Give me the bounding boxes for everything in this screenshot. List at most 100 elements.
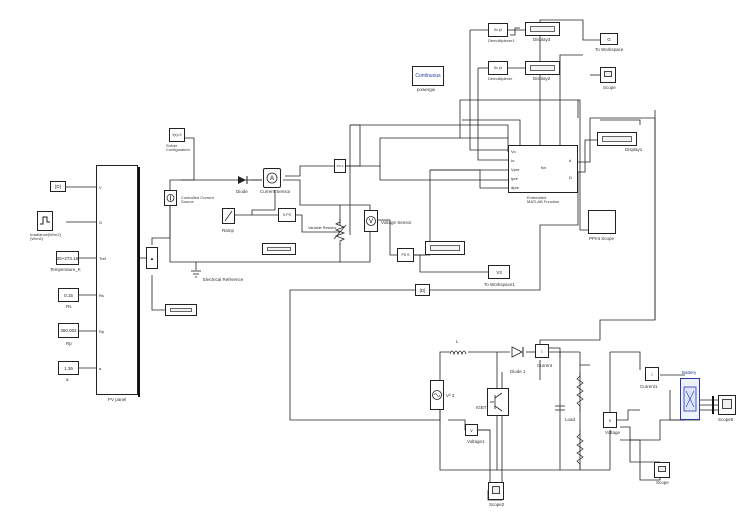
scope5-block[interactable]: [718, 395, 736, 415]
current1-label: Current1: [640, 384, 658, 389]
signal-builder-icon: [40, 216, 50, 225]
powergui-block[interactable]: Continuous: [412, 66, 444, 86]
display2-block[interactable]: [525, 61, 560, 75]
current-sensor-block[interactable]: A: [263, 168, 281, 188]
diode1-icon: [511, 346, 524, 358]
matlab-fn-name: fcn: [541, 165, 547, 170]
a-label: a: [66, 377, 69, 382]
battery-block[interactable]: [680, 378, 700, 420]
from-d-block[interactable]: [D]: [415, 284, 430, 296]
to-workspace-mid-block[interactable]: V3: [488, 265, 510, 279]
ground-icon: [191, 270, 201, 278]
pv-port-rs: Rs: [99, 293, 104, 298]
scope2-label: Scope2: [489, 502, 505, 507]
pv-panel-block[interactable]: V G Tref Rs Rp a: [96, 165, 138, 395]
current-sensor-label: Current Sensor: [260, 189, 291, 194]
demux1-glyph: fix pt: [494, 28, 502, 32]
demux-1-block[interactable]: fix pt: [488, 23, 508, 37]
pmppt-scope-block[interactable]: [588, 210, 616, 234]
current1-block[interactable]: i: [645, 367, 659, 381]
matlab-in-io: Io: [511, 158, 515, 163]
voltage1-label: Voltage1: [467, 439, 485, 444]
voltage-label: Voltage: [605, 430, 621, 435]
display1-label: Display1: [625, 147, 643, 152]
scope-bottom-block[interactable]: [654, 462, 670, 478]
scope-top-label: Scope: [603, 85, 616, 90]
irradiance-block[interactable]: [37, 211, 53, 231]
current-display[interactable]: [262, 243, 296, 255]
powergui-label: powergui: [417, 87, 436, 92]
electrical-reference-label: Electrical Reference: [203, 277, 244, 282]
ammeter-icon: A: [266, 172, 278, 184]
ps-converter-3[interactable]: PS S: [397, 248, 414, 262]
igbt-block[interactable]: [487, 388, 509, 416]
temperature-value: 25+273.15: [56, 255, 79, 261]
to-workspace-top-label: To Workspace: [595, 47, 624, 52]
scope5-bar: [712, 396, 714, 414]
load-resistor2-icon: [576, 430, 584, 470]
controlled-current-source-block[interactable]: [164, 190, 177, 206]
pv-port-a: a: [99, 366, 102, 371]
voltage-sensor-label: Voltage Sensor: [381, 220, 412, 225]
ps3-text: PS S: [401, 253, 410, 257]
a-value: 1.36: [64, 365, 73, 371]
to-workspace-top-value: G: [607, 36, 611, 42]
ps-converter-left[interactable]: ▲: [146, 247, 158, 269]
pv-port-g: G: [99, 220, 103, 225]
voltage1-block[interactable]: v: [465, 424, 478, 436]
demux2-glyph: fix pt: [494, 66, 502, 70]
ps2-text: S PS: [283, 213, 291, 217]
matlab-in-vpre: Vpre: [511, 167, 520, 172]
inductor-icon: [450, 350, 467, 356]
scope2-block[interactable]: [488, 482, 504, 500]
voltage-display[interactable]: [425, 241, 465, 255]
voltage-source-icon: [432, 390, 442, 400]
to-workspace-top-block[interactable]: G: [600, 33, 618, 45]
demux-2-block[interactable]: fix pt: [488, 61, 508, 75]
battery-label: Battery: [682, 370, 697, 375]
ramp-block[interactable]: [222, 208, 235, 224]
matlab-in-vo: Vo: [511, 149, 516, 154]
embedded-matlab-block[interactable]: Vo Io Vpre Ipre dpre fcn d D: [508, 145, 578, 193]
solver-config-block[interactable]: f(x)=0: [169, 128, 185, 142]
voltage-meas-block[interactable]: v: [603, 412, 617, 428]
scope-bottom-label: Scope: [656, 480, 669, 485]
current-meas-glyph: i: [541, 348, 543, 354]
voltage-sensor-block[interactable]: V: [364, 210, 378, 232]
igbt-icon: [490, 392, 503, 412]
controlled-current-source-label: Controlled Current Source: [181, 195, 214, 204]
pv-panel-shadow: [138, 167, 140, 397]
ps-left-glyph: ▲: [149, 255, 155, 261]
display3-block[interactable]: [525, 22, 560, 36]
svg-text:A: A: [270, 176, 274, 182]
powergui-text: Continuous: [415, 73, 441, 79]
cap-label: Load: [565, 417, 576, 422]
rp-value: 360.002: [60, 328, 77, 333]
svg-text:V: V: [369, 219, 373, 225]
ps-converter-1[interactable]: PS S: [334, 159, 346, 173]
pv-panel-label: PV panel: [108, 397, 127, 402]
ps-converter-2[interactable]: S PS: [278, 208, 296, 222]
to-workspace-mid-label: To Workspace1: [484, 282, 515, 287]
pv-display[interactable]: [165, 304, 197, 316]
pv-port-tref: Tref: [99, 256, 106, 261]
diode-label: Diode: [236, 189, 248, 194]
solver-config-label: Solver Configuration: [166, 143, 190, 152]
dc-voltage-source-block[interactable]: [430, 380, 444, 410]
temperature-block[interactable]: 25+273.15: [56, 251, 79, 265]
embedded-matlab-label: Embedded MATLAB Function: [527, 195, 560, 204]
a-block[interactable]: 1.36: [58, 361, 79, 375]
display1-block[interactable]: [597, 132, 637, 146]
scope5-label: Scope5: [718, 417, 734, 422]
rp-block[interactable]: 360.002: [58, 323, 79, 338]
rs-block[interactable]: 0.15: [58, 288, 79, 302]
scope-top-block[interactable]: [600, 67, 616, 83]
pmppt-scope-label: PPmt Scope: [589, 236, 615, 241]
variable-resistor-icon: [333, 219, 347, 245]
current-meas-block[interactable]: i: [535, 344, 549, 358]
ramp-icon: [224, 210, 233, 222]
matlab-in-ipre: Ipre: [511, 176, 518, 181]
ps1-text: PS S: [336, 164, 344, 168]
const-d-block[interactable]: [D]: [50, 181, 66, 192]
capacitor-icon: [555, 405, 565, 411]
